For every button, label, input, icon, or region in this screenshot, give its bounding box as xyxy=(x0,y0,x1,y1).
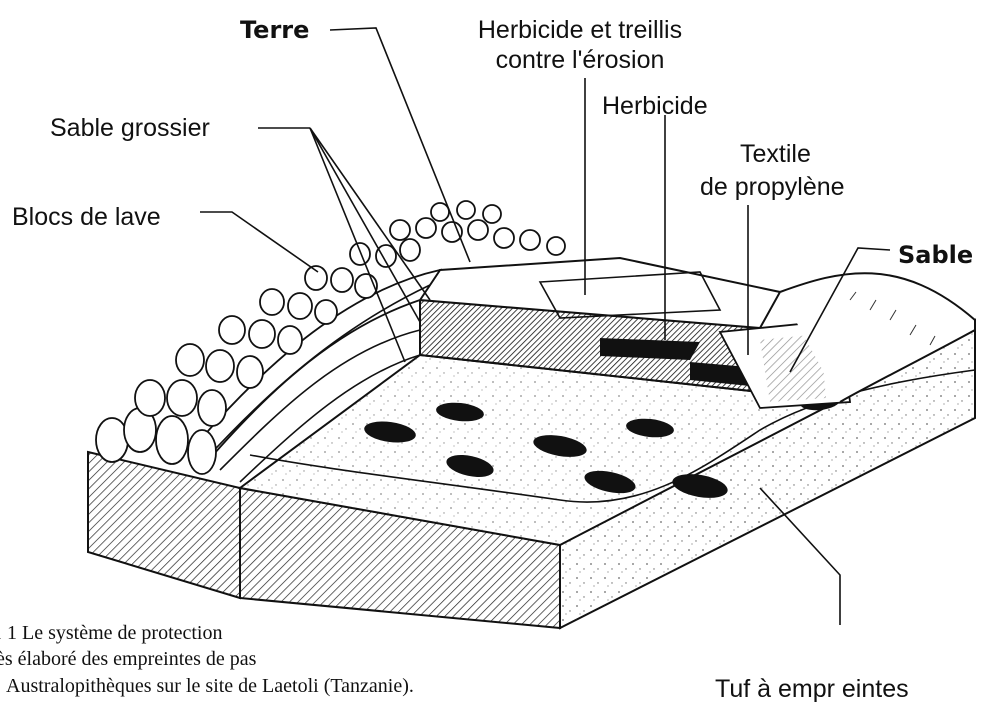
label-textile-2: de propylène xyxy=(700,173,845,201)
label-sable-grossier: Sable grossier xyxy=(50,114,210,142)
label-herbicide-treillis-2: contre l'érosion xyxy=(496,46,665,74)
label-textile-1: Textile xyxy=(740,140,811,168)
caption-line-3: Australopithèques sur le site de Laetoli… xyxy=(6,675,414,697)
label-herbicide: Herbicide xyxy=(602,92,708,120)
caption-line-2: ès élaboré des empreintes de pas xyxy=(0,648,257,670)
label-tuf: Tuf à empr eintes xyxy=(715,675,909,703)
label-terre: Terre xyxy=(240,16,309,44)
caption: 1 1 Le système de protection ès élaboré … xyxy=(0,622,414,697)
label-blocs-de-lave: Blocs de lave xyxy=(12,203,161,231)
label-herbicide-treillis-1: Herbicide et treillis xyxy=(478,16,682,44)
caption-line-1: 1 1 Le système de protection xyxy=(0,622,223,644)
block-front-left xyxy=(88,452,240,598)
label-sable: Sable xyxy=(898,241,973,269)
